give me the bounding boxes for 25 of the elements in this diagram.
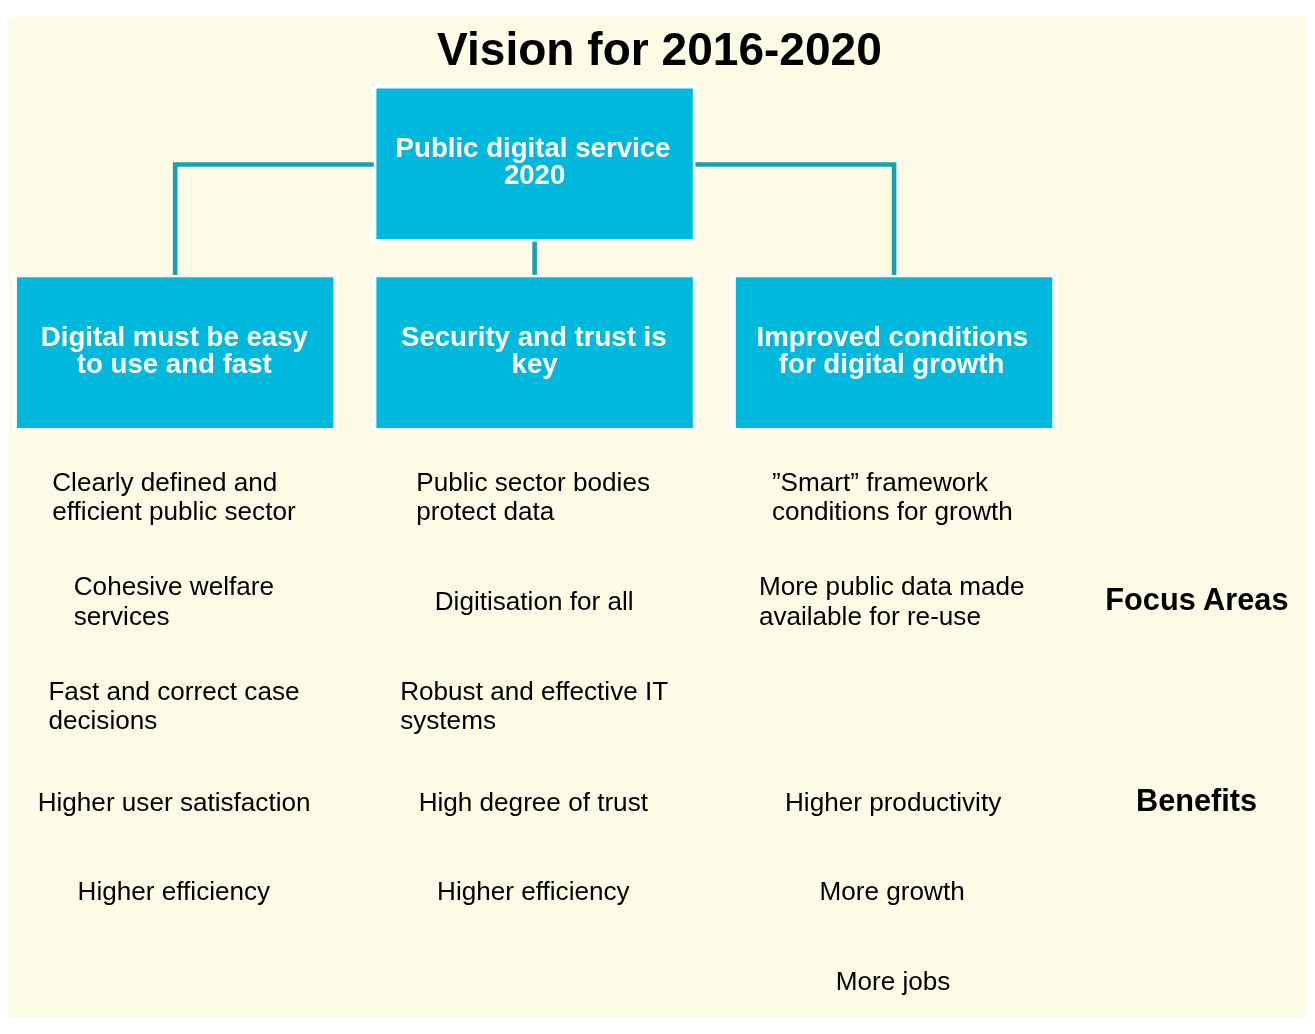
label: Higher efficiency [437,876,630,907]
label: High degree of trust [418,787,648,818]
label: Digitisation for all [434,586,634,617]
node-box: Security and trust is key [371,272,698,433]
connector [172,162,374,275]
node-box: Improved conditions for digital growth [731,272,1057,433]
label: Clearly defined and efficient public sector [52,467,296,527]
label: Higher efficiency [77,876,271,907]
label: Fast and correct case decisions [48,675,300,736]
diagram-title: Vision for 2016-2020 [437,22,882,75]
label: Focus Areas [1105,581,1289,617]
label: ”Smart” framework conditions for growth [771,467,1013,527]
label: More growth [819,876,965,907]
label: Robust and effective IT systems [400,675,669,736]
label: Benefits [1135,783,1258,819]
label: More jobs [835,965,951,996]
connector [695,162,897,275]
node-box: Public digital service 2020 [371,83,698,244]
label: Higher user satisfaction [37,787,311,818]
label: More public data made available for re-use [758,571,1025,631]
label: Higher productivity [785,787,1002,818]
node-box: Digital must be easy to use and fast [12,272,338,433]
label: Public sector bodies protect data [416,467,650,527]
label: Cohesive welfare services [73,571,275,631]
connector [532,241,537,275]
